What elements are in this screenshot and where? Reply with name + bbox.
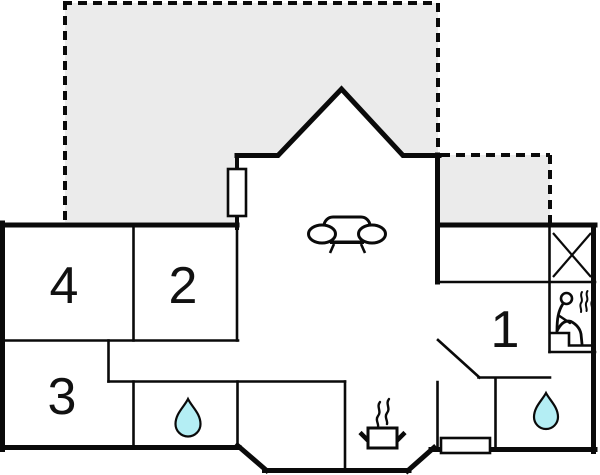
- terrace-areas: [63, 1, 552, 225]
- stove-icon: [358, 397, 407, 450]
- exterior-walls: [0, 85, 598, 475]
- sofa-icon: [307, 215, 387, 254]
- terrace-right: [438, 155, 550, 225]
- water-drop-icon-left: [174, 396, 202, 438]
- interior-walls: [0, 225, 597, 472]
- terrace-dashed-border: [63, 1, 552, 224]
- room-label-2: 2: [169, 257, 198, 315]
- room-label-4: 4: [50, 257, 79, 315]
- crossed-box-icon: [552, 232, 592, 278]
- water-drop-icon-right: [532, 390, 560, 431]
- entrance-door-marker: [439, 436, 492, 455]
- room-labels: 4 2 3 1: [48, 257, 520, 426]
- terrace-main: [65, 3, 438, 222]
- door-markers: [226, 167, 492, 455]
- room-label-1: 1: [491, 301, 520, 359]
- terrace-door-marker: [226, 167, 248, 218]
- sauna-person-icon: [548, 289, 594, 347]
- room-label-3: 3: [48, 368, 77, 426]
